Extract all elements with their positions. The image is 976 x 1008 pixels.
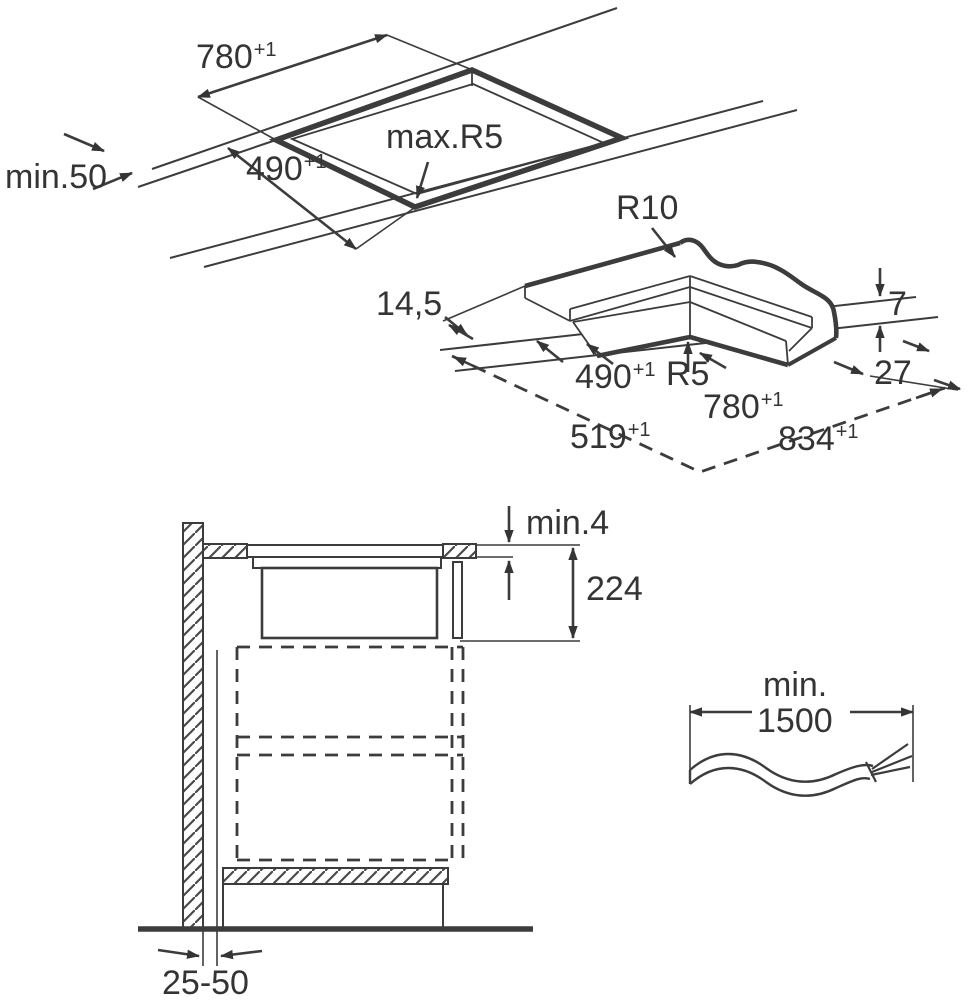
hob-cutout-depth-label: 490+1: [575, 358, 656, 396]
rear-clearance-label: 27: [874, 354, 912, 392]
max-r5-leader: [415, 161, 430, 199]
r10-leader: [650, 227, 677, 258]
wall-distance-label: 25-50: [162, 964, 249, 1002]
wall-section: [182, 522, 204, 931]
countertop-cutout-drawing: [63, 7, 798, 268]
overall-width-label: 834+1: [778, 420, 859, 458]
cabinet-shelf: [222, 867, 449, 885]
cable-top: [689, 752, 874, 783]
hob-glass-section: [246, 544, 444, 558]
installation-side-view-drawing: [138, 506, 580, 966]
overall-dimension-dashes: [451, 354, 946, 474]
min-edge-distance-label: min.50: [5, 158, 108, 196]
dim-490-line: [227, 146, 357, 251]
power-cable-drawing: [688, 705, 915, 797]
mounting-bracket: [452, 561, 463, 639]
hob-isometric-drawing: [439, 227, 961, 474]
overall-depth-label: 519+1: [570, 418, 651, 456]
glass-overhang-label: 14,5: [376, 285, 443, 323]
hob-body-section: [260, 566, 439, 640]
break-line: [678, 237, 839, 339]
min-top-clearance-label: min.4: [526, 504, 610, 542]
cabinet-dashed-outline: [235, 645, 465, 862]
built-in-depth-label: 224: [586, 570, 643, 608]
cable-length-label: 1500: [757, 702, 833, 740]
top-radius-label: R10: [616, 189, 679, 227]
dim-cutout-depth-label: 490+1: [246, 150, 327, 188]
glass-thickness-label: 7: [888, 285, 907, 323]
dim-cutout-width-label: 780+1: [196, 38, 277, 76]
counter-left: [202, 543, 248, 559]
cable-bottom: [689, 766, 871, 797]
hob-cutout-width-label: 780+1: [703, 388, 784, 426]
dim-780-line: [197, 33, 388, 99]
cutout-outline: [268, 67, 630, 210]
cable-min-label: min.: [763, 666, 828, 704]
counter-right: [442, 543, 477, 559]
max-corner-radius-label: max.R5: [386, 118, 504, 156]
body-radius-label: R5: [666, 355, 710, 393]
